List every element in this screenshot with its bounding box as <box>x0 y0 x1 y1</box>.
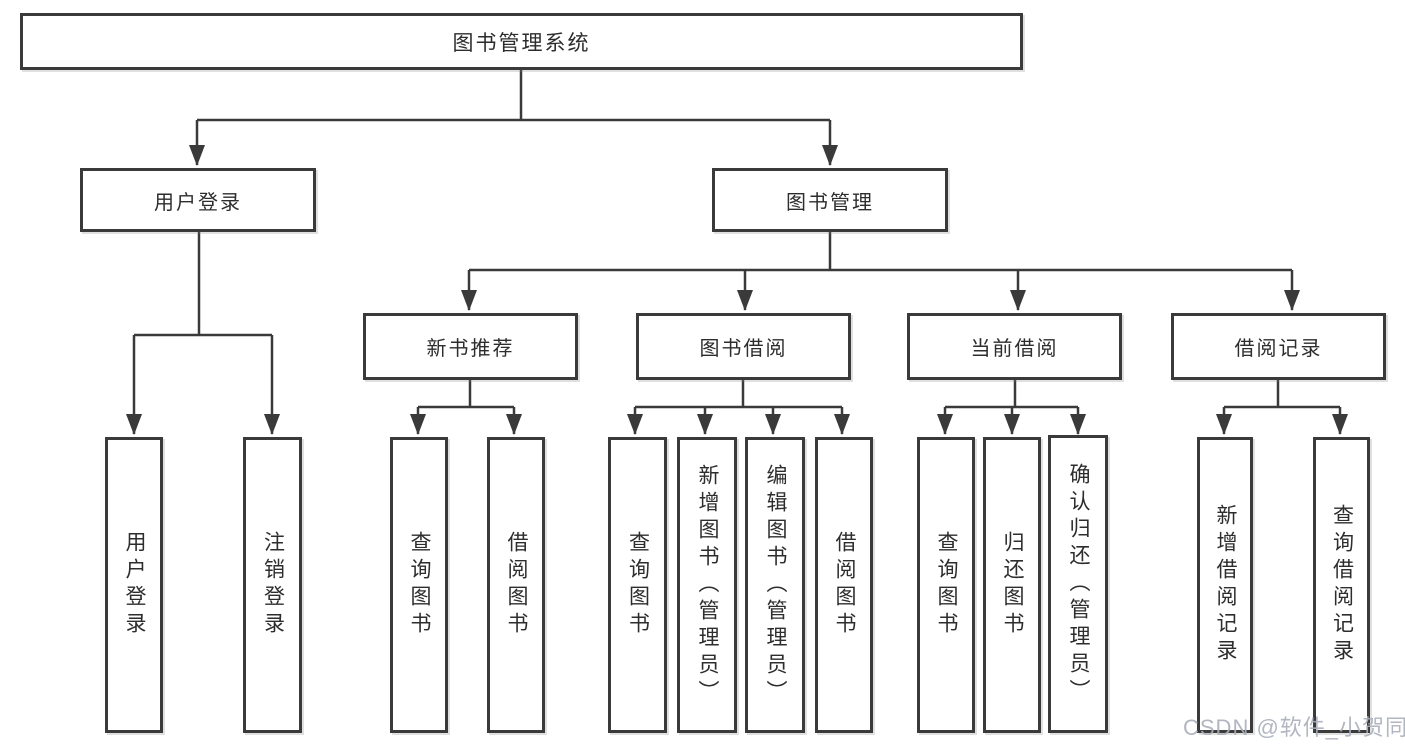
node-user-login: 用户登录 <box>80 168 316 232</box>
leaf-confirm-return-admin: 确认归还（管理员） <box>1048 435 1108 733</box>
node-borrowing-records: 借阅记录 <box>1171 313 1386 380</box>
csdn-watermark: CSDN @软件_小贺同学 <box>1183 715 1405 740</box>
leaf-borrow-books: 借阅图书 <box>815 437 873 733</box>
leaf-add-books-admin: 新增图书（管理员） <box>677 437 737 733</box>
node-book-management-system: 图书管理系统 <box>20 13 1023 70</box>
leaf-query-books: 查询图书 <box>390 437 448 733</box>
node-new-book-recommendation: 新书推荐 <box>363 313 578 380</box>
leaf-return-books: 归还图书 <box>983 437 1041 733</box>
node-book-borrowing: 图书借阅 <box>636 313 851 380</box>
node-book-management: 图书管理 <box>712 168 948 232</box>
leaf-edit-books-admin: 编辑图书（管理员） <box>745 437 805 733</box>
leaf-add-borrow-record: 新增借阅记录 <box>1197 437 1253 733</box>
leaf-query-borrow-record: 查询借阅记录 <box>1313 437 1370 733</box>
node-current-borrowing: 当前借阅 <box>907 313 1122 380</box>
leaf-borrow-books: 借阅图书 <box>487 437 545 733</box>
leaf-user-login: 用户登录 <box>105 437 163 733</box>
leaf-query-books: 查询图书 <box>917 437 975 733</box>
leaf-query-books: 查询图书 <box>608 437 667 733</box>
leaf-logout: 注销登录 <box>243 437 302 733</box>
